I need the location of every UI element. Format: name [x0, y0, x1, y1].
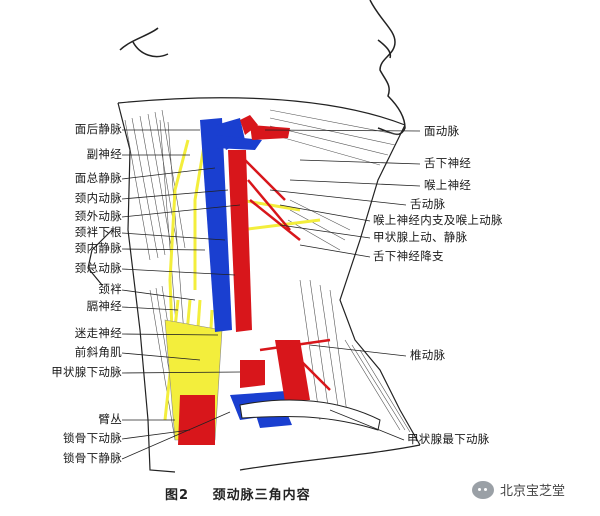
label-internal-jugular-vein: 颈内静脉	[74, 241, 122, 255]
label-ansa-cervicalis: 颈袢	[98, 282, 122, 296]
label-ansa-inferior-root: 颈袢下根	[74, 225, 122, 239]
leader-line	[121, 306, 179, 311]
label-thyroid-ima-artery: 甲状腺最下动脉	[407, 432, 490, 446]
leader-line	[279, 224, 371, 239]
label-brachial-plexus: 臂丛	[98, 412, 122, 426]
figure-title: 颈动脉三角内容	[212, 488, 311, 503]
label-lingual-artery: 舌动脉	[410, 197, 446, 211]
leader-line	[289, 179, 421, 187]
label-accessory-nerve: 副神经	[86, 147, 122, 161]
neck-region	[87, 97, 421, 473]
figure-number: 图2	[165, 488, 190, 503]
leader-line	[121, 371, 241, 374]
leader-line	[121, 352, 201, 361]
leader-line	[121, 411, 231, 460]
label-common-facial-vein: 面总静脉	[74, 171, 122, 185]
label-superior-laryngeal-nerve: 喉上神经	[424, 178, 472, 192]
leader-line	[121, 167, 216, 180]
label-hypoglossal-descending-branch: 舌下神经降支	[373, 249, 444, 263]
leader-line	[121, 333, 219, 336]
leader-line	[299, 159, 421, 165]
artery-branches	[244, 159, 331, 391]
leader-line	[121, 189, 229, 200]
wechat-logo-icon	[472, 480, 494, 499]
label-inferior-thyroid-artery: 甲状腺下动脉	[51, 365, 122, 379]
figure-caption: 图2 颈动脉三角内容	[165, 484, 311, 503]
label-subclavian-vein: 锁骨下静脉	[63, 451, 122, 465]
label-common-carotid-artery: 颈总动脉	[74, 261, 122, 275]
leader-line	[279, 204, 371, 222]
label-internal-laryngeal-branch: 喉上神经内支及喉上动脉	[373, 213, 503, 227]
label-internal-carotid-artery: 颈内动脉	[74, 191, 122, 205]
label-subclavian-artery: 锁骨下动脉	[63, 431, 122, 445]
label-vagus-nerve: 迷走神经	[74, 326, 122, 340]
label-vertebral-artery: 椎动脉	[410, 348, 446, 362]
leader-line	[329, 409, 405, 441]
leader-line	[299, 244, 371, 258]
leader-line	[121, 289, 196, 301]
leader-line	[121, 268, 236, 276]
label-facial-artery: 面动脉	[424, 124, 460, 138]
leader-line	[121, 429, 191, 440]
arteries	[178, 115, 310, 445]
leader-line	[264, 129, 421, 132]
label-external-carotid-artery: 颈外动脉	[74, 209, 122, 223]
leader-line	[121, 232, 226, 241]
watermark-text: 北京宝芝堂	[500, 484, 566, 499]
label-phrenic-nerve: 膈神经	[86, 299, 122, 313]
leader-line	[121, 248, 206, 251]
label-superior-thyroid-vessels: 甲状腺上动、静脉	[373, 230, 468, 244]
leader-lines	[121, 129, 421, 460]
leader-line	[121, 204, 241, 218]
label-hypoglossal-nerve: 舌下神经	[424, 156, 472, 170]
leader-line	[309, 344, 407, 357]
leader-line	[269, 189, 407, 206]
clavicle	[239, 399, 381, 431]
label-anterior-scalene: 前斜角肌	[74, 345, 122, 359]
face-outline	[119, 0, 406, 136]
watermark: 北京宝芝堂	[472, 480, 565, 499]
label-retromandibular-vein: 面后静脉	[74, 122, 122, 136]
